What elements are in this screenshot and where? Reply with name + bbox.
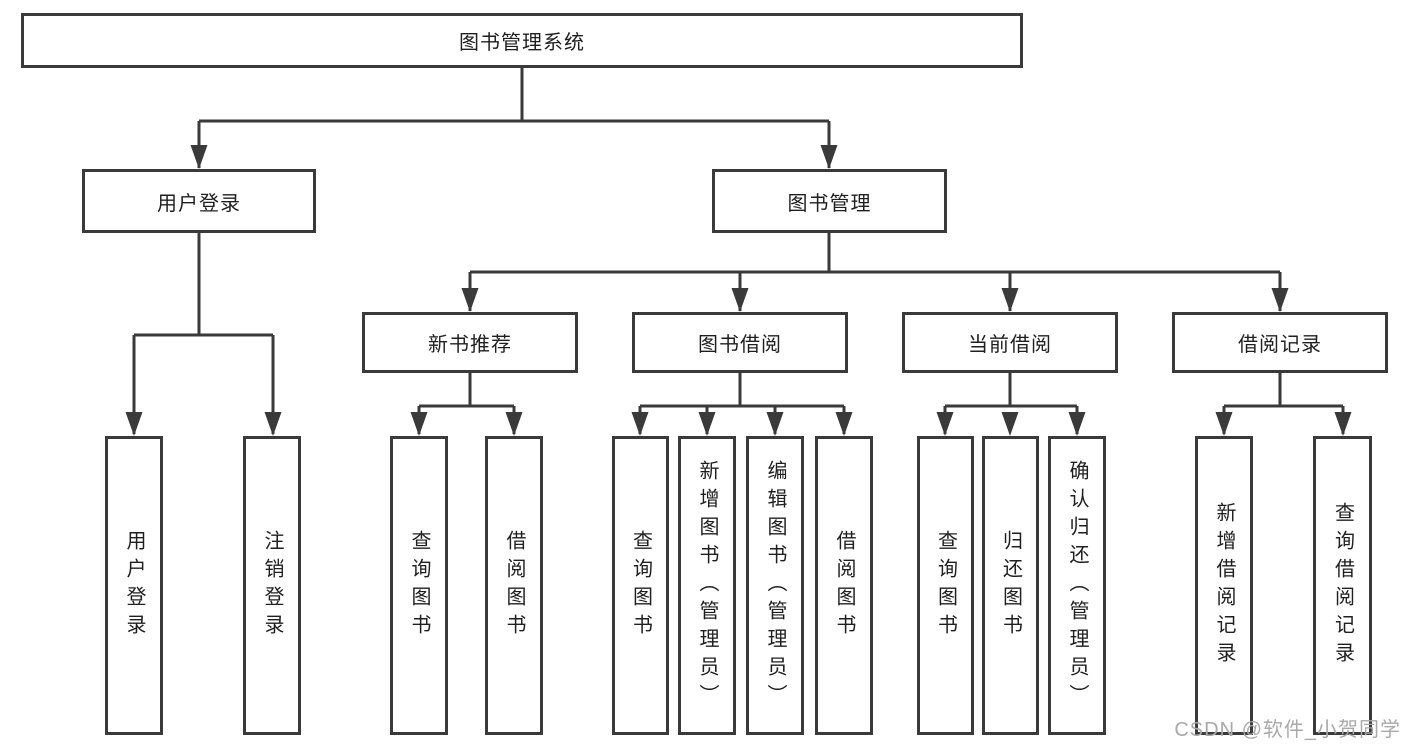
node-label: 借阅记录 xyxy=(1238,334,1322,356)
arrowheads xyxy=(125,145,1352,436)
leaf-user-login: 用户登录 xyxy=(105,436,163,735)
leaf-label: 查询图书 xyxy=(408,529,430,642)
node-borrowing-records: 借阅记录 xyxy=(1172,312,1388,373)
leaf-label: 确认归还（管理员） xyxy=(1066,459,1088,712)
leaf-query-books-current: 查询图书 xyxy=(917,436,974,735)
leaf-add-books-admin: 新增图书（管理员） xyxy=(678,436,736,735)
node-label: 用户登录 xyxy=(157,192,241,215)
leaf-label: 新增图书（管理员） xyxy=(696,459,718,712)
leaf-label: 归还图书 xyxy=(999,529,1022,642)
leaf-label: 查询借阅记录 xyxy=(1331,501,1354,670)
leaf-label: 借阅图书 xyxy=(503,529,525,642)
leaf-confirm-return-admin: 确认归还（管理员） xyxy=(1048,436,1106,735)
leaf-label: 借阅图书 xyxy=(833,529,855,642)
leaf-return-books: 归还图书 xyxy=(982,436,1039,735)
leaf-label: 注销登录 xyxy=(261,529,283,642)
node-label: 新书推荐 xyxy=(428,334,512,356)
node-library-management-system: 图书管理系统 xyxy=(21,13,1023,68)
node-label: 当前借阅 xyxy=(968,334,1052,356)
node-user-login: 用户登录 xyxy=(82,169,316,233)
leaf-borrow-books: 借阅图书 xyxy=(815,436,873,735)
node-label: 图书管理 xyxy=(787,192,872,215)
leaf-query-books-borrowing: 查询图书 xyxy=(612,436,669,735)
leaf-add-borrow-record: 新增借阅记录 xyxy=(1195,436,1253,735)
leaf-label: 编辑图书（管理员） xyxy=(764,459,786,712)
node-book-borrowing: 图书借阅 xyxy=(632,312,848,373)
leaf-borrow-books-recommend: 借阅图书 xyxy=(485,436,543,735)
leaf-label: 查询图书 xyxy=(934,529,957,642)
leaf-query-borrow-record: 查询借阅记录 xyxy=(1313,436,1372,735)
leaf-edit-books-admin: 编辑图书（管理员） xyxy=(746,436,804,735)
node-book-management: 图书管理 xyxy=(712,169,947,233)
leaf-label: 查询图书 xyxy=(629,529,652,642)
leaf-logout: 注销登录 xyxy=(243,436,301,735)
leaf-query-books-recommend: 查询图书 xyxy=(390,436,448,735)
node-label: 图书借阅 xyxy=(698,334,782,356)
csdn-watermark: CSDN @软件_小贺同学 xyxy=(1174,719,1401,741)
node-new-book-recommendation: 新书推荐 xyxy=(362,312,578,373)
leaf-label: 用户登录 xyxy=(123,529,145,642)
leaf-label: 新增借阅记录 xyxy=(1213,501,1235,670)
node-current-borrowing: 当前借阅 xyxy=(902,312,1118,373)
node-label: 图书管理系统 xyxy=(459,32,585,54)
